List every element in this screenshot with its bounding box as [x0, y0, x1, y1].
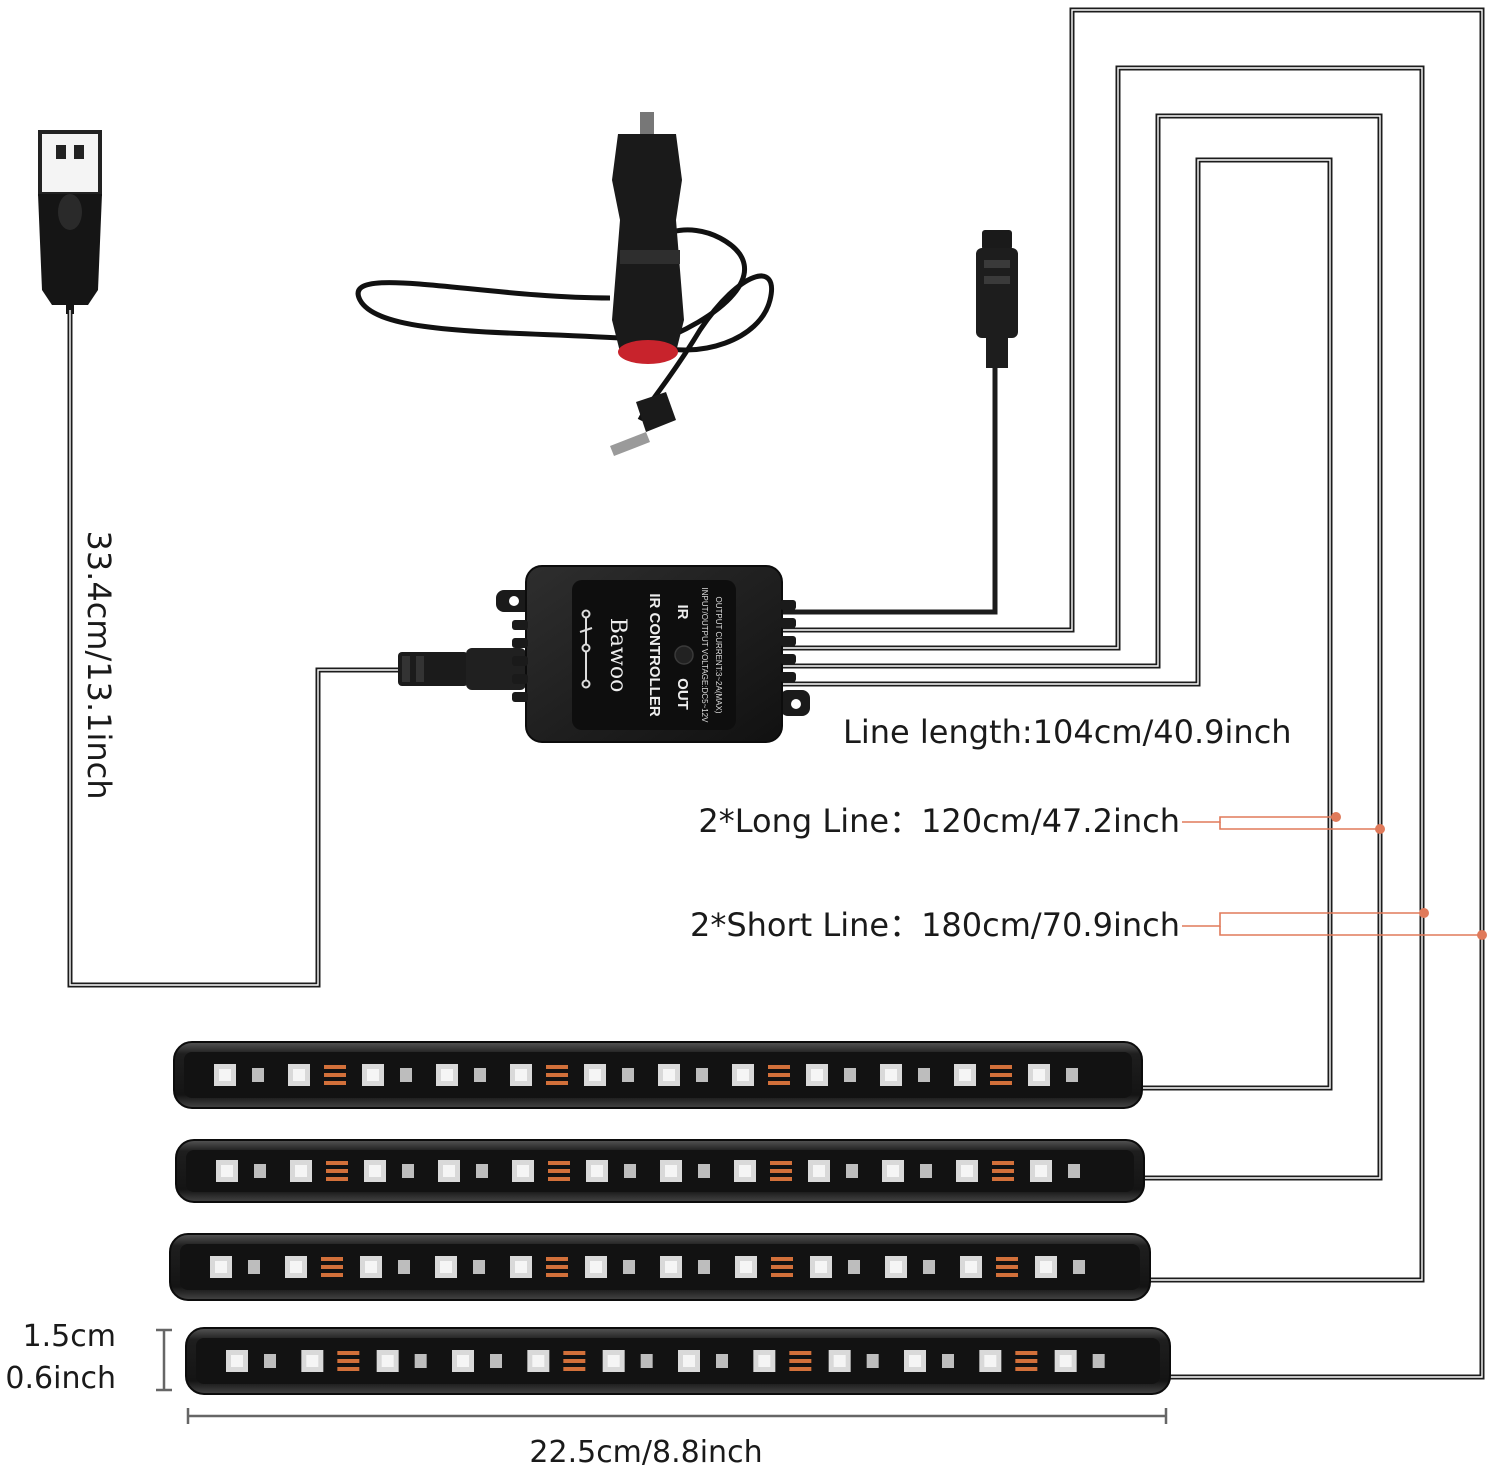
usb-plug-icon	[38, 130, 102, 314]
strip-length-label: 22.5cm/8.8inch	[529, 1435, 762, 1470]
controller-current-spec: OUTPUT CURRENT:3~2A(MAX)	[714, 597, 723, 714]
controller-voltage-spec: INPUT/OUTPUT VOLTAGE:DC5~12V	[700, 588, 709, 724]
long-line-callout	[1182, 812, 1385, 834]
usb-cable	[67, 310, 412, 988]
led-strip-3	[169, 1233, 1151, 1301]
line-length-label: Line length:104cm/40.9inch	[843, 713, 1292, 751]
short-line-callout	[1182, 908, 1487, 940]
controller-type-label: IR CONTROLLER	[646, 593, 663, 716]
led-strip-1	[173, 1041, 1143, 1109]
led-strip-4	[185, 1327, 1171, 1395]
controller-out-label: OUT	[674, 678, 691, 710]
strip-height-cm-label: 1.5cm	[23, 1319, 116, 1354]
ir-controller-box: Bawoo IR CONTROLLER IR OUT INPUT/OUTPUT …	[496, 565, 810, 743]
controller-ir-label: IR	[674, 605, 691, 620]
usb-cable-length-label: 33.4cm/13.1inch	[80, 530, 118, 799]
long-line-label: 2*Long Line：120cm/47.2inch	[698, 802, 1180, 840]
car-charger-adapter	[355, 112, 774, 456]
output-wires	[780, 7, 1485, 1380]
led-strips	[169, 1041, 1171, 1395]
strip-length-dimension	[186, 1408, 1168, 1424]
controller-brand-label: Bawoo	[605, 618, 630, 693]
led-strip-2	[175, 1139, 1145, 1203]
short-line-label: 2*Short Line：180cm/70.9inch	[690, 906, 1180, 944]
dc-jack-connector	[398, 648, 526, 690]
strip-height-inch-label: 0.6inch	[5, 1361, 116, 1396]
strip-height-dimension	[156, 1328, 172, 1392]
four-pin-connector	[976, 230, 1018, 368]
